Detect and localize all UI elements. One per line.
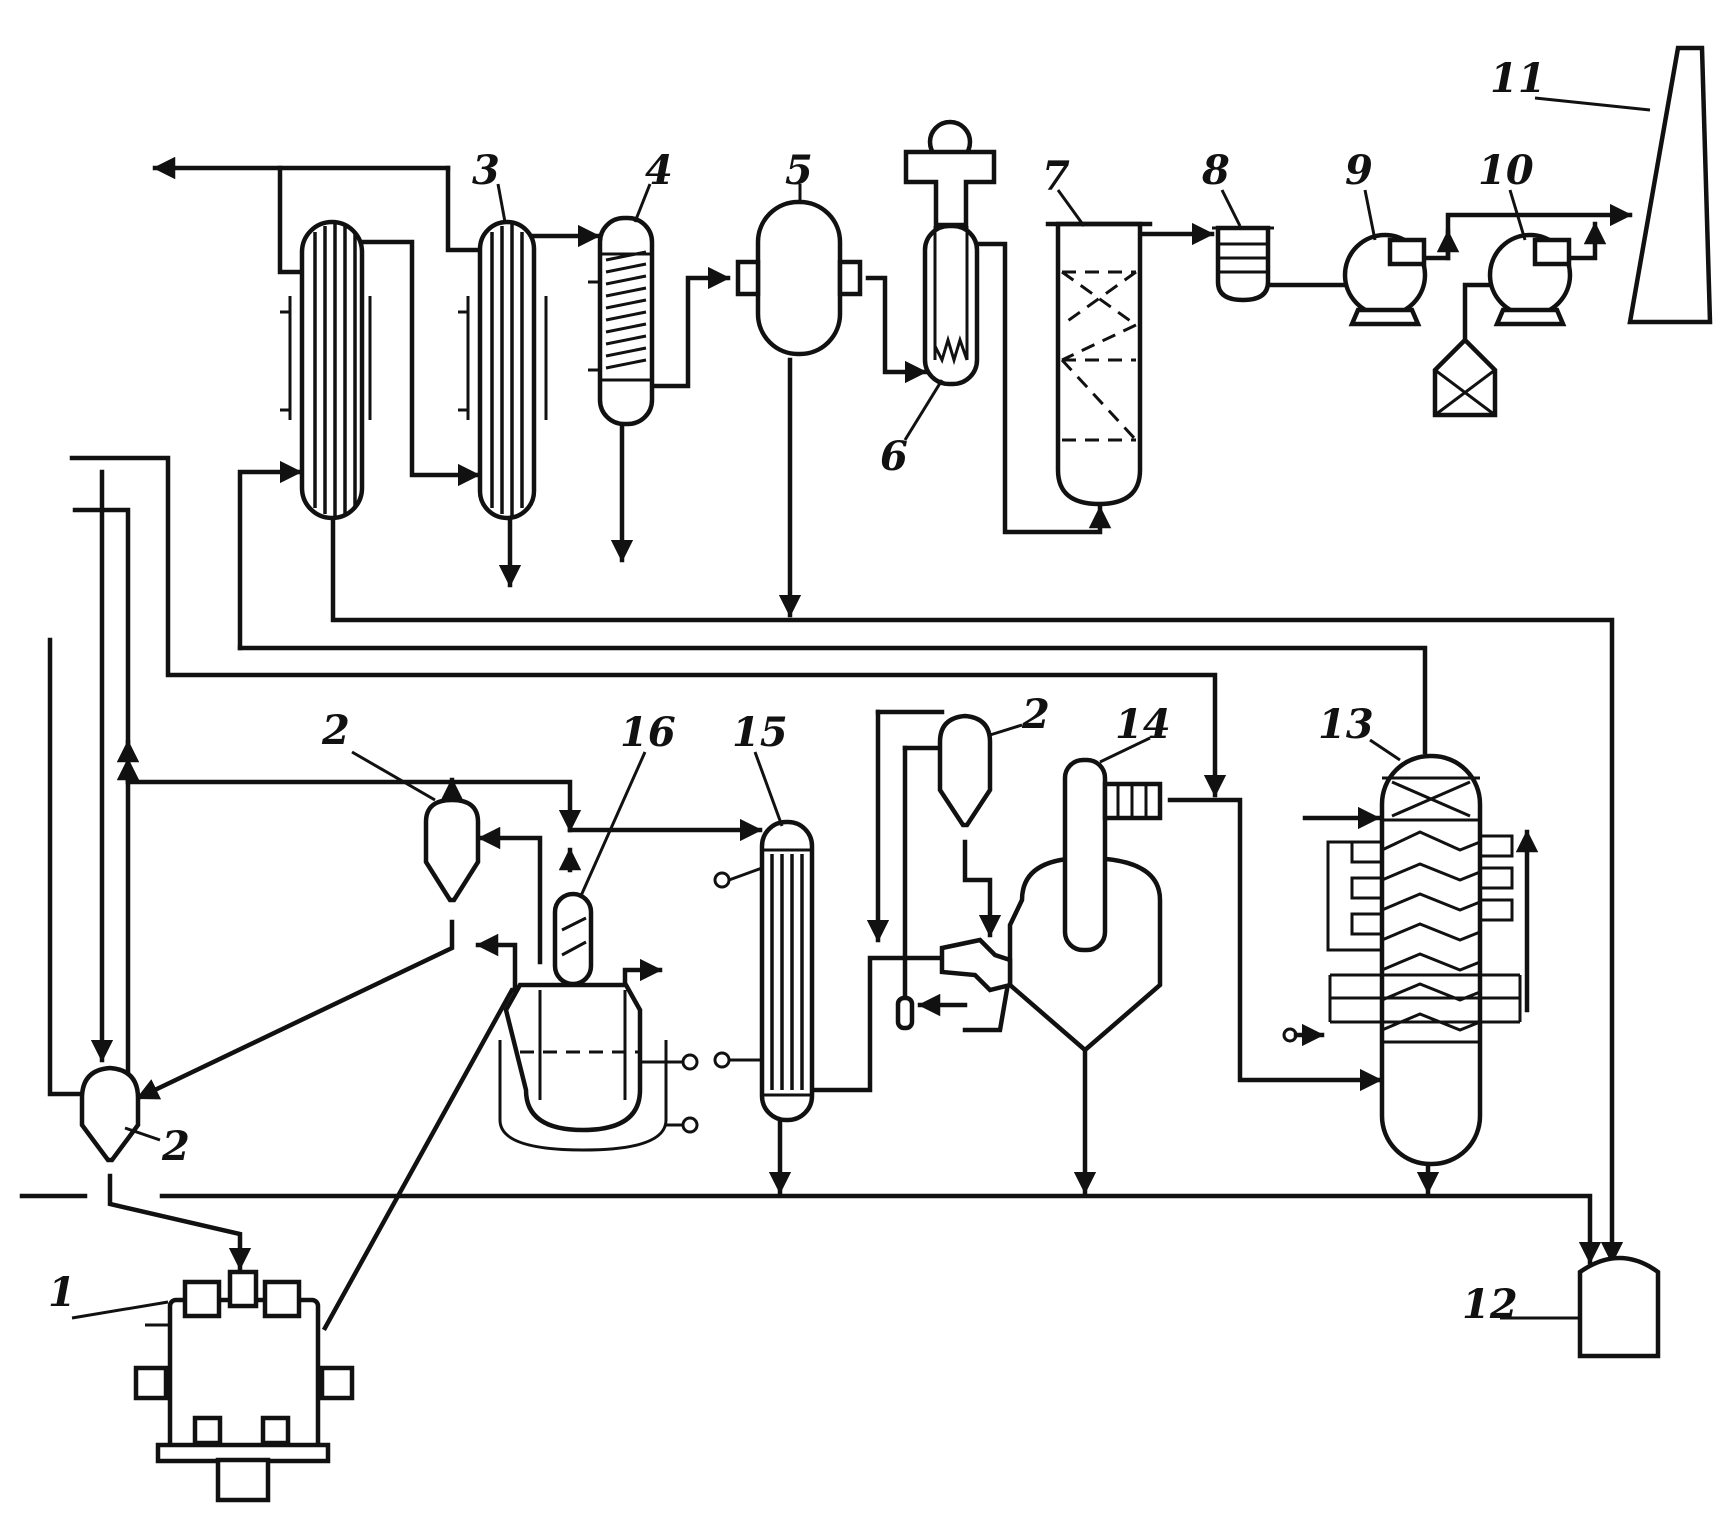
collector-lines bbox=[19, 357, 1624, 1265]
unit-16 bbox=[498, 891, 699, 1152]
label-12: 12 bbox=[1462, 1281, 1518, 1328]
label-13: 13 bbox=[1318, 701, 1374, 748]
label-7: 7 bbox=[1042, 153, 1070, 200]
label-6: 6 bbox=[880, 433, 908, 480]
label-2-middle: 2 bbox=[1021, 691, 1050, 738]
hopper bbox=[1432, 336, 1498, 418]
unit-8 bbox=[1212, 225, 1274, 303]
label-16: 16 bbox=[620, 709, 676, 756]
heat-exchanger-3b bbox=[458, 219, 548, 521]
left-feed-lines bbox=[47, 469, 763, 1332]
cyclone-2-middle bbox=[937, 713, 993, 828]
fan-10 bbox=[1487, 232, 1573, 327]
label-3: 3 bbox=[472, 147, 500, 194]
unit-15 bbox=[713, 819, 815, 1123]
label-1: 1 bbox=[48, 1269, 76, 1316]
unit-7 bbox=[1045, 221, 1153, 507]
cyclone-2-upper bbox=[423, 797, 481, 903]
unit-6 bbox=[903, 119, 997, 387]
label-8: 8 bbox=[1201, 147, 1230, 194]
label-2-upper: 2 bbox=[321, 707, 350, 754]
label-10: 10 bbox=[1478, 147, 1534, 194]
unit-5 bbox=[735, 199, 863, 357]
cyclone-2-lower bbox=[79, 1065, 141, 1163]
unit-12 bbox=[1577, 1255, 1661, 1359]
unit-14 bbox=[1007, 757, 1163, 1053]
unit-11-stack bbox=[1627, 45, 1713, 325]
unit-labels: 1 2 2 2 3 4 5 6 7 8 9 10 11 12 13 14 15 … bbox=[48, 55, 1546, 1328]
callout-lines bbox=[71, 96, 1651, 1320]
label-2-lower: 2 bbox=[161, 1123, 190, 1170]
label-11: 11 bbox=[1490, 55, 1546, 102]
fan-9 bbox=[1342, 232, 1428, 327]
label-14: 14 bbox=[1115, 701, 1171, 748]
unit-13 bbox=[1282, 753, 1539, 1167]
heat-exchanger-3a bbox=[280, 219, 372, 521]
label-5: 5 bbox=[785, 147, 813, 194]
unit-4 bbox=[588, 215, 655, 427]
label-9: 9 bbox=[1345, 147, 1373, 194]
label-4: 4 bbox=[645, 147, 673, 194]
nozzle-unit bbox=[895, 937, 1013, 1031]
label-15: 15 bbox=[732, 709, 788, 756]
unit-1 bbox=[133, 1269, 355, 1503]
